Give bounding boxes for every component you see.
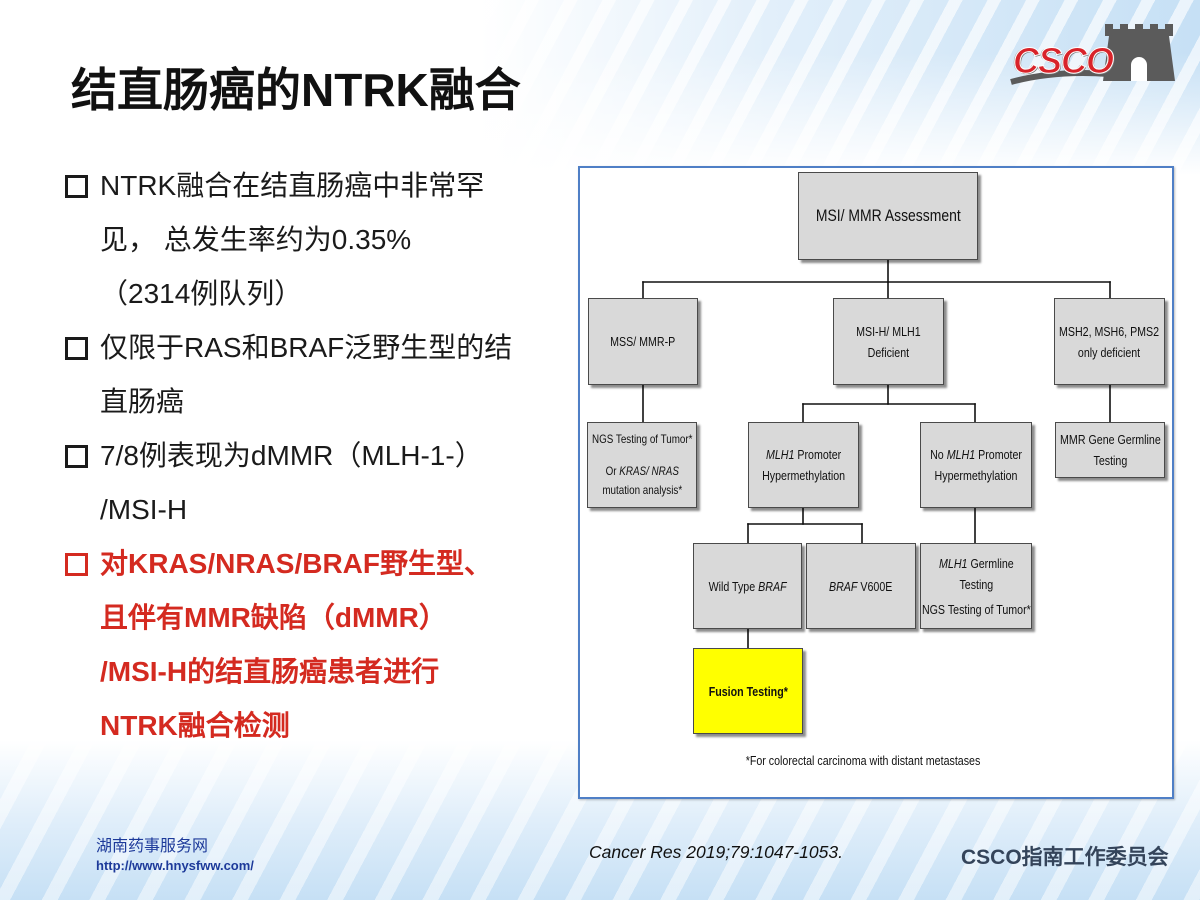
bullet-line: 且伴有MMR缺陷（dMMR） [100,602,447,633]
node-label-line: Testing [959,576,993,592]
node-label: BRAF V600E [829,576,892,597]
node-label: NGS Testing of Tumor* Or KRAS/ NRAS muta… [592,430,692,500]
bullet-list: NTRK融合在结直肠癌中非常罕 见， 总发生率约为0.35% （2314例队列）… [65,159,565,753]
citation: Cancer Res 2019;79:1047-1053. [589,842,843,862]
node-label-line: Deficient [867,344,910,360]
node-label-line: MLH1 Germline [922,553,1031,574]
node-label-text: Wild Type [708,578,756,594]
background-top-decoration [0,0,1200,175]
bullet-line: 直肠癌 [100,386,185,417]
node-mlh1-promoter-hypermethylation: MLH1 Promoter Hypermethylation [748,422,859,508]
node-label-gene: MLH1 [946,447,976,462]
bullet-line: 仅限于RAS和BRAF泛野生型的结 [100,332,513,363]
logo-text: CSCO [1012,40,1114,81]
node-label: MSS/ MMR-P [610,331,675,352]
node-label-line: MMR Gene Germline [1059,432,1161,447]
node-ngs-or-mutation-analysis: NGS Testing of Tumor* Or KRAS/ NRAS muta… [587,422,697,508]
node-label-line: MLH1 Promoter [762,444,845,465]
bullet-text: 对KRAS/NRAS/BRAF野生型、 且伴有MMR缺陷（dMMR） /MSI-… [100,537,565,753]
node-label-gene: KRAS/ NRAS [619,464,679,478]
node-label-text: Promoter [978,447,1022,462]
bullet-line: NTRK融合检测 [100,710,290,741]
node-label: MLH1 Germline Testing NGS Testing of Tum… [922,553,1031,620]
node-fusion-testing: Fusion Testing* [693,648,803,734]
great-wall-segment [1010,70,1110,85]
node-label-line: Wild Type BRAF [708,576,786,597]
node-label-line: MSI-H/ MLH1 [856,323,921,339]
node-label: Fusion Testing* [708,681,787,702]
node-label-line: mutation analysis* [602,483,682,497]
hollow-square-icon [65,337,88,360]
node-wild-type-braf: Wild Type BRAF [693,543,802,629]
node-label-text: Germline [970,555,1014,571]
node-label-line: Fusion Testing* [708,683,788,699]
node-braf-v600e: BRAF V600E [806,543,916,629]
bullet-text: 7/8例表现为dMMR（MLH-1-） /MSI-H [100,429,565,537]
node-label: MSH2, MSH6, PMS2 only deficient [1059,321,1159,363]
bullet-line: /MSI-H的结直肠癌患者进行 [100,656,440,687]
bullet-item-emphasized: 对KRAS/NRAS/BRAF野生型、 且伴有MMR缺陷（dMMR） /MSI-… [65,537,565,753]
slide-title: 结直肠癌的NTRK融合 [71,64,521,116]
node-no-mlh1-promoter-hypermethylation: No MLH1 Promoter Hypermethylation [920,422,1032,508]
node-label: MSI-H/ MLH1 Deficient [856,321,921,363]
bullet-line: 见， 总发生率约为0.35% [100,224,412,255]
node-label: No MLH1 Promoter Hypermethylation [930,444,1022,486]
bullet-item: 仅限于RAS和BRAF泛野生型的结 直肠癌 [65,321,565,429]
node-label-gene: MLH1 [938,555,968,571]
node-label-line: Hypermethylation [762,468,845,483]
bullet-item: 7/8例表现为dMMR（MLH-1-） /MSI-H [65,429,565,537]
node-msi-mmr-assessment: MSI/ MMR Assessment [798,172,978,260]
node-label-line: NGS Testing of Tumor* [921,601,1031,617]
node-label: MLH1 Promoter Hypermethylation [762,444,845,486]
bullet-text: 仅限于RAS和BRAF泛野生型的结 直肠癌 [100,321,565,429]
node-label-gene: MLH1 [765,447,795,462]
node-label-line: BRAF V600E [829,576,892,597]
hollow-square-icon [65,553,88,576]
node-label: Wild Type BRAF [708,576,786,597]
node-label-text: V600E [860,578,893,594]
node-mmr-gene-germline-testing: MMR Gene Germline Testing [1055,422,1165,478]
node-label-text: No [930,447,944,462]
watermark: 湖南药事服务网 http://www.hnysfww.com/ [96,837,254,875]
node-label-gene: BRAF [829,578,858,594]
great-wall-icon [1010,24,1175,85]
node-label-line: only deficient [1078,344,1141,360]
watermark-url: http://www.hnysfww.com/ [96,858,254,873]
node-label-line: Testing [1093,453,1127,468]
node-label-line: MSS/ MMR-P [610,334,676,349]
node-label-gene: BRAF [758,578,787,594]
great-wall-tower [1103,24,1175,81]
node-label-text: Promoter [797,447,842,462]
hollow-square-icon [65,175,88,198]
node-label-line: MSI/ MMR Assessment [815,206,961,225]
node-label-line: Or KRAS/ NRAS [592,462,692,481]
node-label-line: MSH2, MSH6, PMS2 [1059,323,1160,339]
node-msi-h-mlh1-deficient: MSI-H/ MLH1 Deficient [833,298,944,385]
footer-organization: CSCO指南工作委员会 [961,846,1169,869]
node-mss-mmr-p: MSS/ MMR-P [588,298,698,385]
node-mlh1-germline-testing: MLH1 Germline Testing NGS Testing of Tum… [920,543,1032,629]
csco-logo: CSCO [1005,14,1185,89]
node-label: MMR Gene Germline Testing [1060,429,1161,471]
hollow-square-icon [65,445,88,468]
bullet-line: （2314例队列） [100,278,303,309]
node-msh2-msh6-pms2-deficient: MSH2, MSH6, PMS2 only deficient [1054,298,1165,385]
watermark-name: 湖南药事服务网 [96,838,209,855]
node-label-text: Or [605,464,617,478]
node-label: MSI/ MMR Assessment [816,205,961,227]
bullet-line: 7/8例表现为dMMR（MLH-1-） [100,440,483,471]
diagram-footnote: *For colorectal carcinoma with distant m… [745,753,981,768]
bullet-text: NTRK融合在结直肠癌中非常罕 见， 总发生率约为0.35% （2314例队列） [100,159,565,321]
great-wall-tower-gate [1131,57,1147,81]
bullet-line: /MSI-H [100,494,188,525]
node-label-line: NGS Testing of Tumor* [591,432,693,446]
node-label-line: Hypermethylation [934,468,1018,483]
bullet-line: NTRK融合在结直肠癌中非常罕 [100,170,485,201]
bullet-line: 对KRAS/NRAS/BRAF野生型、 [100,548,493,579]
node-label-line: No MLH1 Promoter [930,444,1022,465]
bullet-item: NTRK融合在结直肠癌中非常罕 见， 总发生率约为0.35% （2314例队列） [65,159,565,321]
